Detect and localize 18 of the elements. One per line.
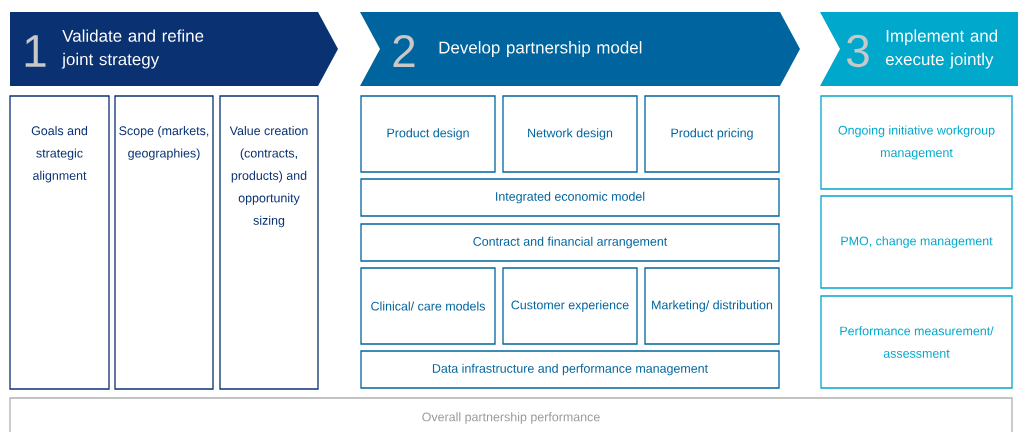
text-box: Product design [360,95,496,173]
text-box: Scope (markets, geographies) [114,95,214,390]
text-box: Performance measurement/ assessment [820,295,1013,389]
summary-band: Overall partnership performance [9,397,1013,432]
text-box: Customer experience [502,267,638,345]
text-box: Product pricing [644,95,780,173]
text-box: Integrated economic model [360,178,780,217]
text-box: Network design [502,95,638,173]
chevron-banner: 2 Develop partnership model [360,12,800,86]
text-box: Goals and strategic alignment [9,95,110,390]
text-box: Clinical/ care models [360,267,496,345]
text-box: Data infrastructure and performance management [360,350,780,389]
chevron-banner: 3 Implement and execute jointly [820,12,1018,86]
text-box: Marketing/ distribution [644,267,780,345]
text-box: Value creation (contracts, products) and opportunity sizing [219,95,319,390]
text-box: PMO, change management [820,195,1013,289]
text-box: Contract and financial arrangement [360,223,780,262]
text-box: Ongoing initiative workgroup management [820,95,1013,190]
